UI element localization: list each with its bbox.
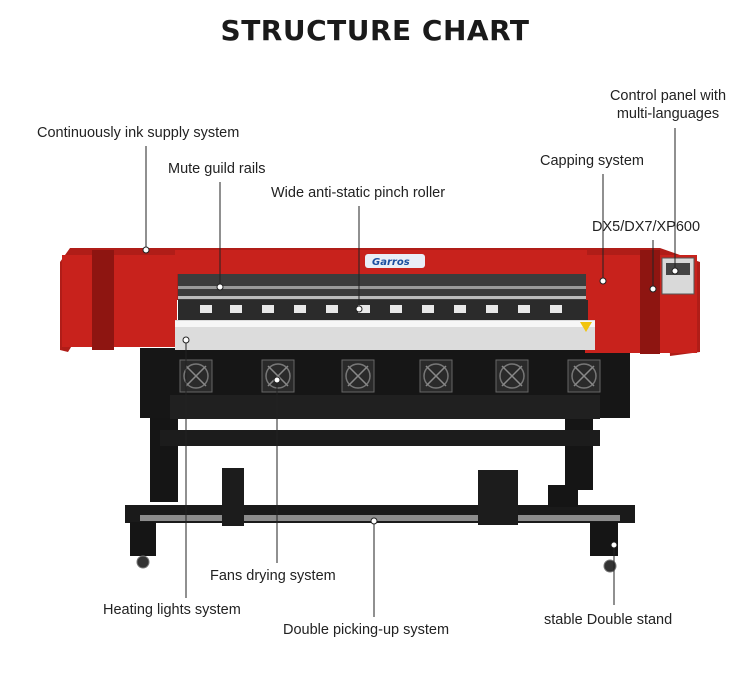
label-heating: Heating lights system <box>103 602 241 618</box>
guide-rail <box>178 286 586 289</box>
right-rear-foot <box>548 485 578 507</box>
diagram-title: STRUCTURE CHART <box>220 14 530 47</box>
left-housing-band <box>92 250 114 350</box>
caster-wheel <box>136 555 150 569</box>
label-stand: stable Double stand <box>544 612 673 628</box>
label-heads: DX5/DX7/XP600 <box>592 219 701 235</box>
takeup-bracket-left <box>222 468 244 526</box>
label-control-panel: Control panel with multi-languages <box>598 87 738 123</box>
fan-icon <box>261 359 295 393</box>
label-ink-supply: Continuously ink supply system <box>37 125 240 141</box>
right-foot <box>590 522 618 556</box>
fan-icon <box>419 359 453 393</box>
pinch-rollers <box>200 305 562 313</box>
leader-lines <box>142 128 679 617</box>
label-capping: Capping system <box>540 153 644 169</box>
label-pinch-roller: Wide anti-static pinch roller <box>271 185 446 201</box>
left-housing <box>62 255 177 347</box>
fan-icon <box>179 359 213 393</box>
left-leg <box>150 410 178 502</box>
takeup-bracket-right <box>478 470 518 525</box>
label-fans: Fans drying system <box>210 568 336 584</box>
control-panel-screen <box>666 263 690 275</box>
right-leg <box>565 410 593 490</box>
brand-logo: Garros <box>372 257 410 268</box>
takeup-rod <box>140 515 620 521</box>
guide-rail-lower <box>178 296 586 299</box>
brand-plate <box>365 254 425 268</box>
caster-wheel <box>603 559 617 573</box>
platen-highlight <box>175 321 595 327</box>
cross-beam <box>160 430 600 446</box>
fan-icon <box>341 359 375 393</box>
fan-icon <box>495 359 529 393</box>
label-guide-rails: Mute guild rails <box>168 161 266 177</box>
label-control-panel-line1: Control panel with <box>609 88 727 104</box>
pinch-roller-bar <box>178 300 588 320</box>
fan-icon <box>567 359 601 393</box>
printer-body: Garros <box>60 248 700 573</box>
lower-panel <box>170 395 600 419</box>
left-foot <box>130 522 156 556</box>
label-control-panel-line2: multi-languages <box>616 106 720 122</box>
warning-sticker <box>580 322 592 332</box>
right-housing-band <box>640 250 660 354</box>
label-picking-up: Double picking-up system <box>283 622 450 638</box>
fans <box>179 359 601 393</box>
